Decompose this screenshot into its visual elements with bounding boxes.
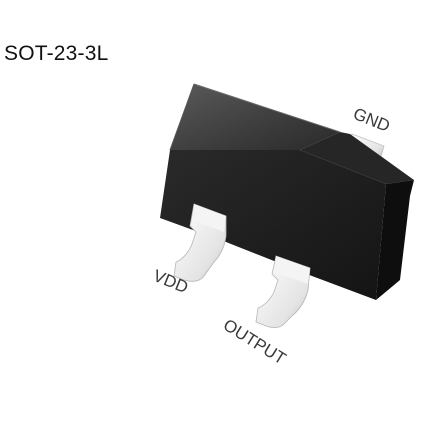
vdd-lead: [173, 203, 227, 282]
output-lead: [255, 255, 311, 328]
package-body: [160, 83, 414, 300]
package-title: SOT-23-3L: [4, 42, 109, 65]
gnd-pin-label: GND: [351, 104, 393, 136]
